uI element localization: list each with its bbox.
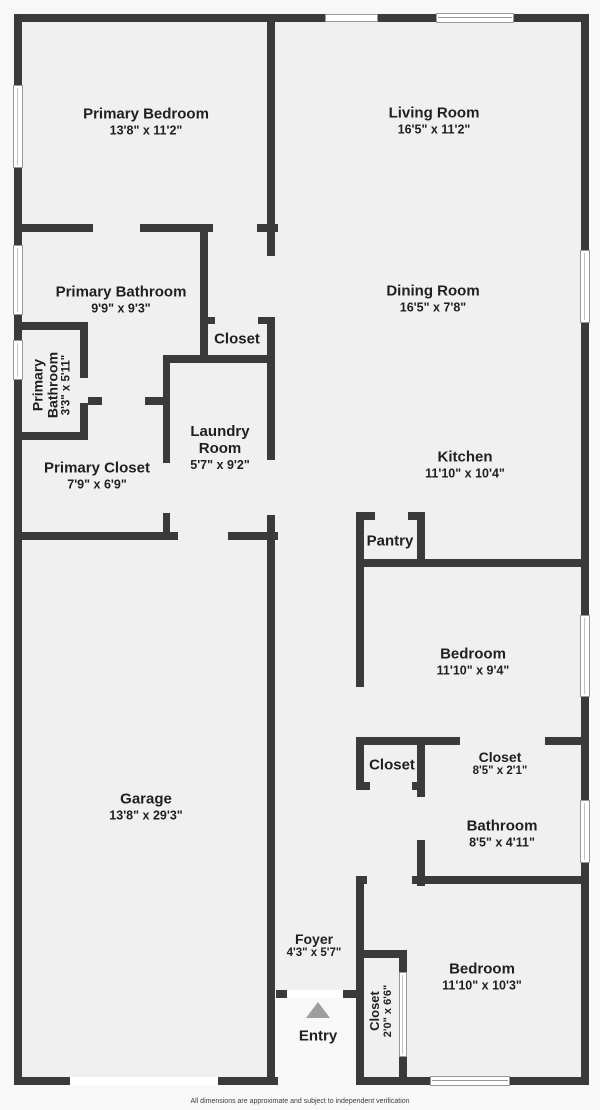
room-label-closet-mid: Closet xyxy=(369,756,415,774)
door-opening xyxy=(356,687,364,737)
wall xyxy=(364,950,407,958)
wall xyxy=(267,363,275,1085)
wall xyxy=(14,14,589,22)
wall xyxy=(14,432,88,440)
wall xyxy=(276,990,287,998)
door-opening xyxy=(367,876,412,884)
wall xyxy=(356,876,589,884)
disclaimer-text: All dimensions are approximate and subje… xyxy=(190,1098,410,1105)
room-label-pantry: Pantry xyxy=(366,532,414,550)
wall xyxy=(581,14,589,1085)
window xyxy=(325,14,378,22)
wall xyxy=(417,512,425,567)
door-opening xyxy=(93,224,140,232)
door-opening xyxy=(417,797,425,840)
wall xyxy=(356,567,364,745)
door-opening xyxy=(163,463,170,513)
wall xyxy=(200,232,208,360)
wall xyxy=(356,512,364,567)
door-opening xyxy=(213,224,257,232)
door-opening xyxy=(80,378,88,403)
window xyxy=(13,85,23,168)
window xyxy=(13,340,23,380)
wall xyxy=(356,745,364,790)
wall xyxy=(356,559,589,567)
wall xyxy=(14,322,88,330)
door-opening xyxy=(460,737,545,745)
wall xyxy=(267,14,275,256)
door-opening xyxy=(215,317,258,324)
window xyxy=(13,245,23,315)
window xyxy=(580,615,590,697)
door-opening xyxy=(370,782,412,790)
wall xyxy=(14,224,278,232)
wall xyxy=(267,317,275,363)
wall xyxy=(163,363,170,539)
door-opening xyxy=(267,460,275,515)
door-opening xyxy=(102,397,145,405)
room-label-closet-hall: Closet xyxy=(214,330,260,348)
wall xyxy=(356,884,364,1085)
wall xyxy=(14,532,278,540)
wall xyxy=(14,14,22,1085)
window xyxy=(287,990,343,998)
window xyxy=(580,800,590,863)
room-label-entry: Entry xyxy=(298,1027,338,1045)
window xyxy=(430,1076,510,1086)
building-floor xyxy=(14,14,589,1085)
wall xyxy=(343,990,356,998)
window xyxy=(70,1077,218,1085)
window xyxy=(580,250,590,323)
entry-arrow-icon xyxy=(306,1002,330,1018)
door-opening xyxy=(375,512,408,520)
window xyxy=(399,972,407,1057)
window xyxy=(436,13,514,23)
wall xyxy=(163,355,274,363)
door-opening xyxy=(178,532,228,540)
